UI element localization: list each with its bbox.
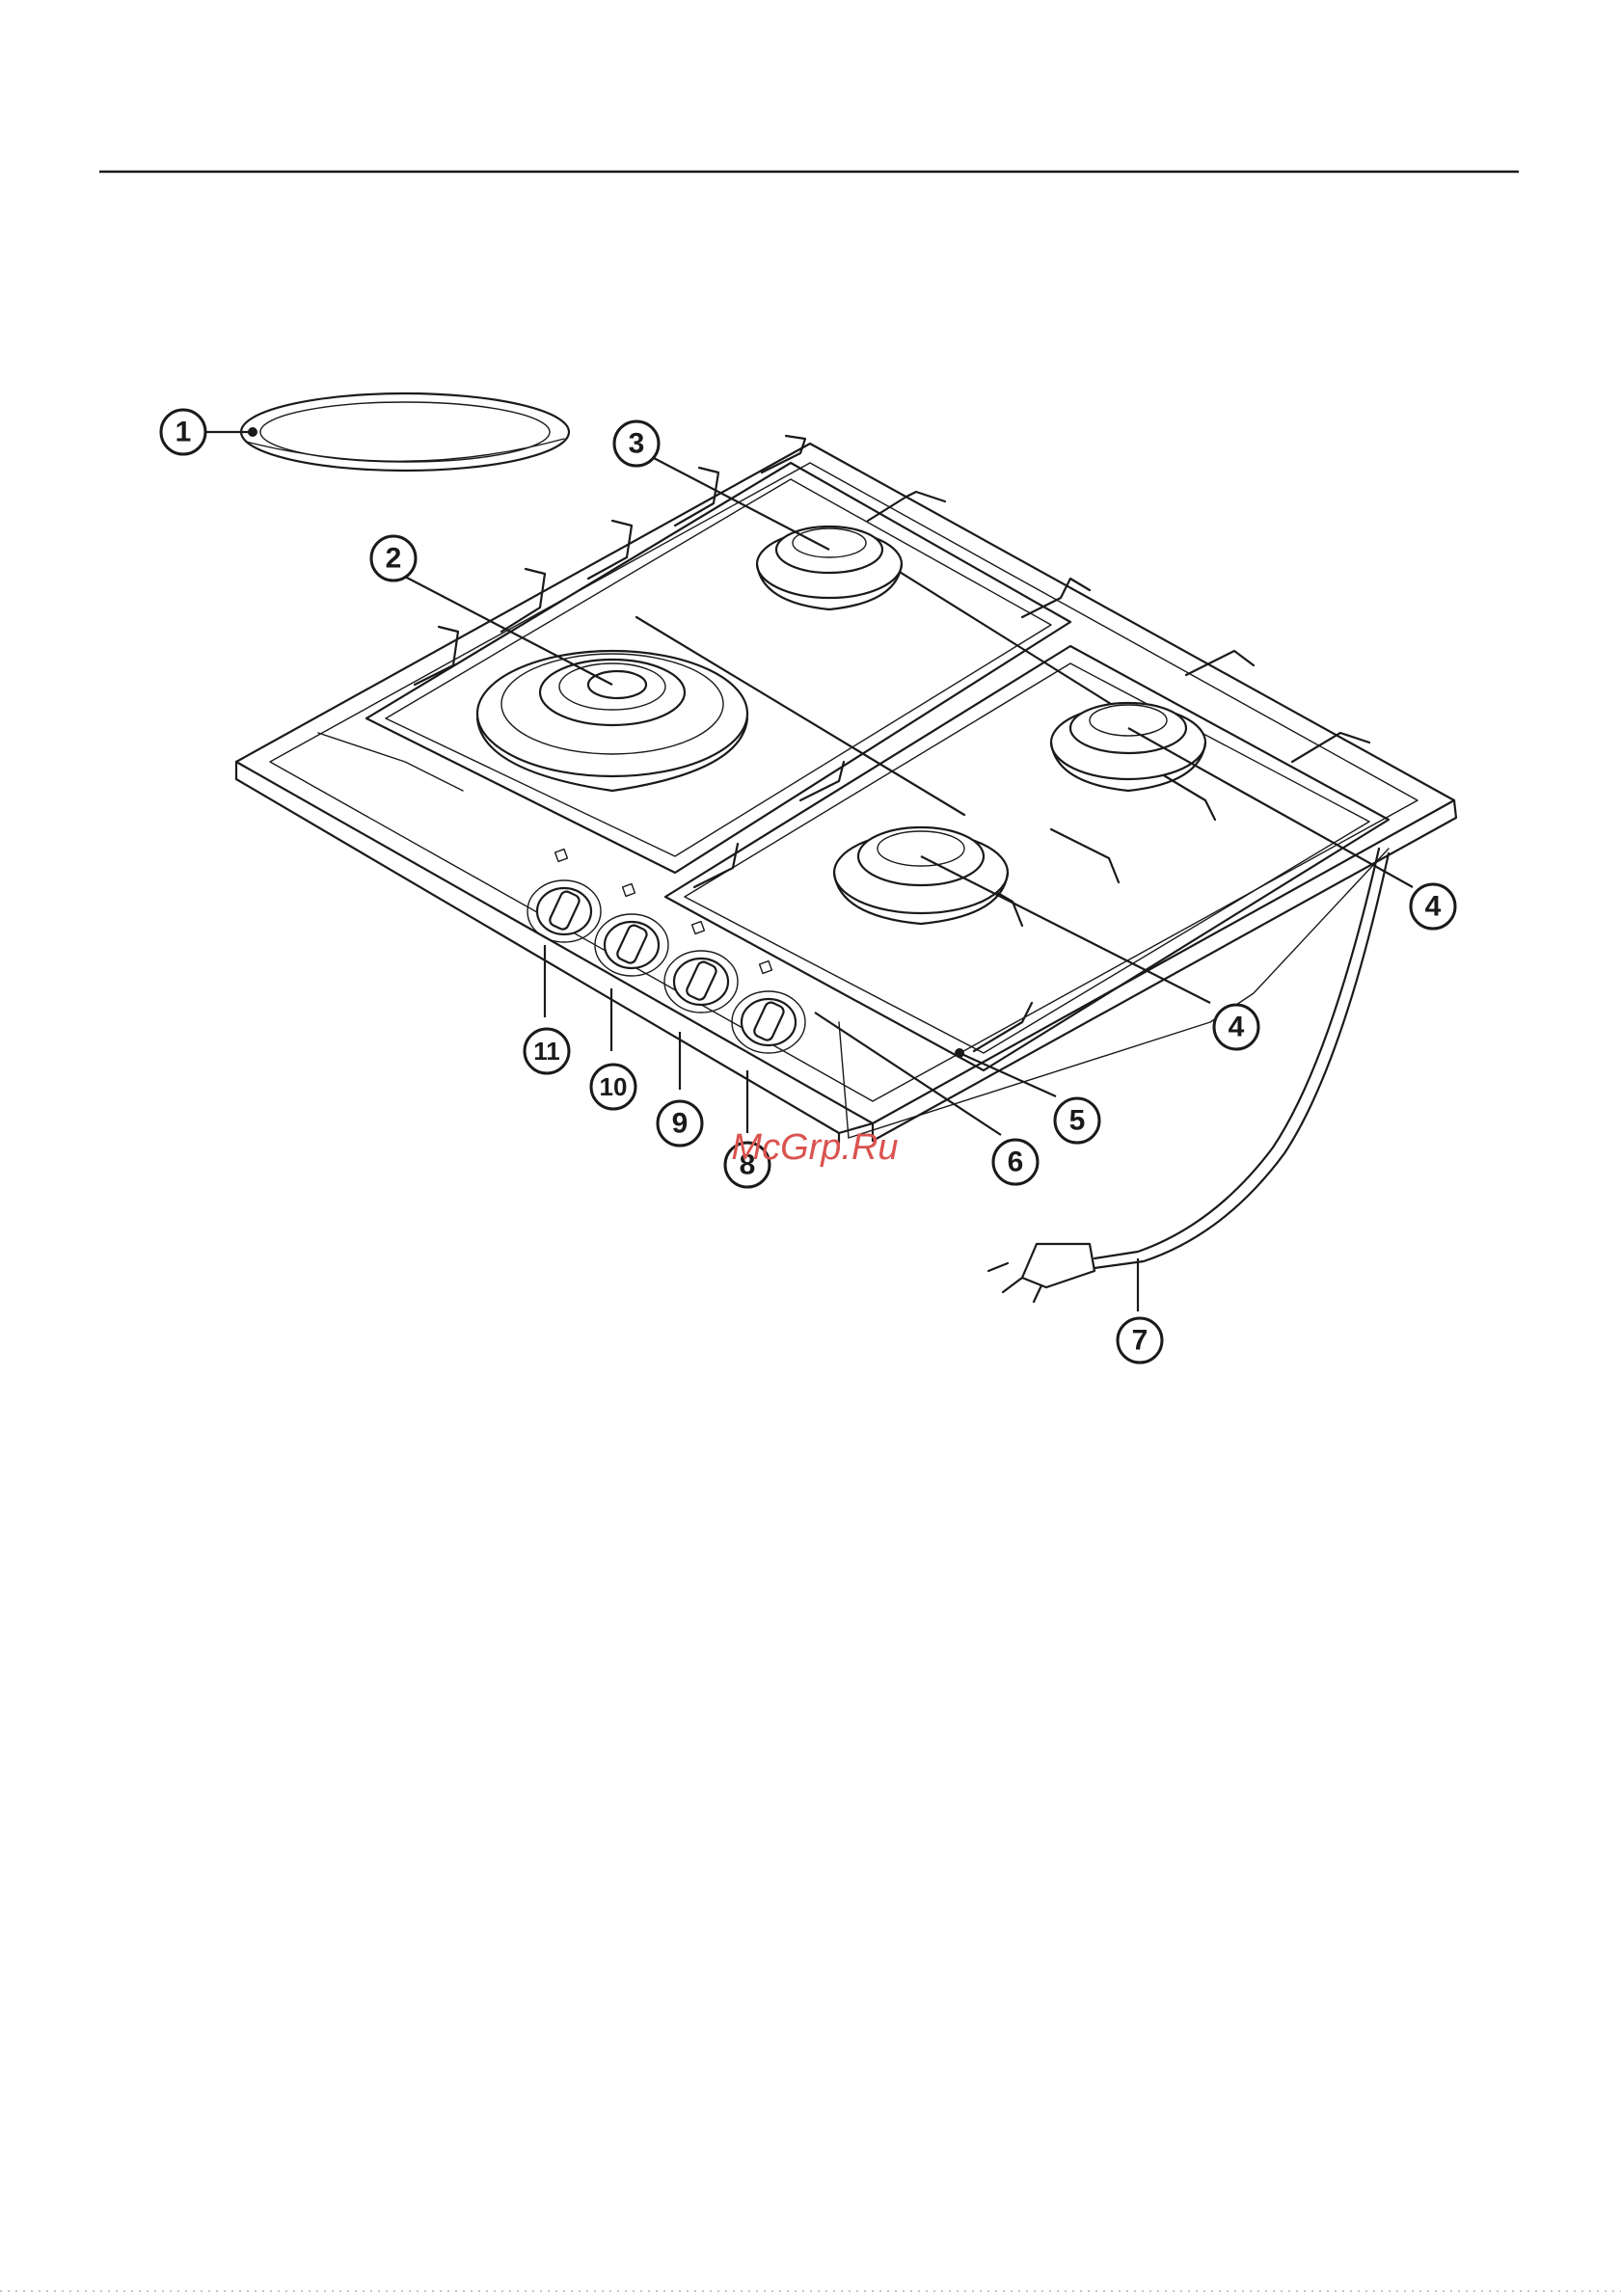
- callout-10-label: 10: [600, 1072, 628, 1101]
- callout-7-label: 7: [1132, 1325, 1148, 1357]
- callout-1-label: 1: [176, 417, 192, 448]
- callout-9: 9: [658, 1101, 702, 1146]
- callout-4-upper: 4: [1411, 884, 1455, 929]
- callout-5-label: 5: [1069, 1105, 1086, 1137]
- callout-7: 7: [1118, 1318, 1162, 1363]
- seal-ring: [241, 393, 569, 471]
- callout-4-upper-label: 4: [1425, 891, 1442, 923]
- callout-11-label: 11: [533, 1037, 560, 1066]
- callout-11: 11: [525, 1029, 569, 1073]
- callout-4-lower-label: 4: [1229, 1012, 1245, 1043]
- callout-2: 2: [371, 536, 416, 581]
- callout-1: 1: [161, 410, 205, 454]
- callout-10: 10: [591, 1065, 635, 1109]
- callout-9-label: 9: [672, 1108, 689, 1140]
- watermark-text: McGrp.Ru: [731, 1127, 898, 1168]
- callout-3: 3: [614, 421, 659, 466]
- callout-3-label: 3: [629, 428, 645, 460]
- callout-2-label: 2: [386, 543, 402, 575]
- callout-6: 6: [993, 1140, 1038, 1184]
- callout-6-label: 6: [1008, 1147, 1024, 1178]
- callout-5: 5: [1055, 1098, 1099, 1143]
- callout-4-lower: 4: [1214, 1005, 1258, 1049]
